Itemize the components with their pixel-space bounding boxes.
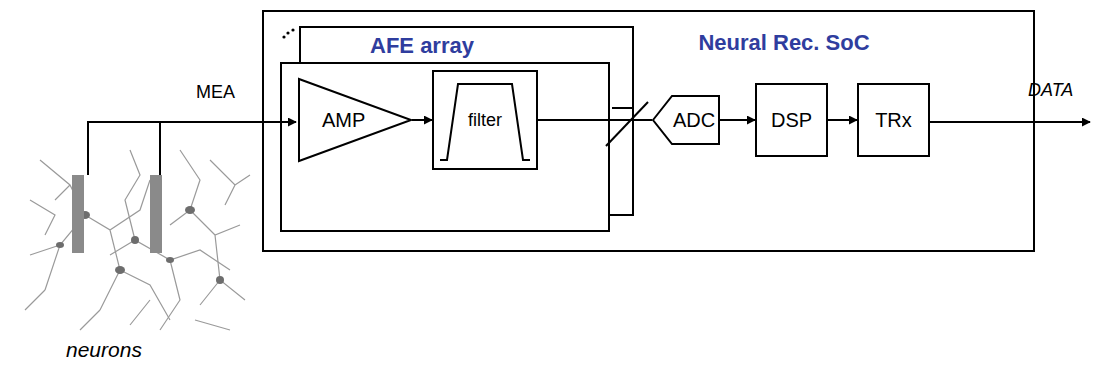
node-label: Neural Rec. SoC bbox=[698, 30, 869, 55]
connector-arrow bbox=[412, 119, 432, 121]
connector-arrow bbox=[720, 119, 755, 121]
caption-label: neurons bbox=[66, 338, 142, 362]
node-label: DSP bbox=[771, 109, 812, 132]
signal-label: MEA bbox=[196, 82, 235, 103]
mux-input bbox=[612, 107, 633, 109]
soc-box: Neural Rec. SoC AFE arrayAMP filter ADC DSP T… bbox=[262, 10, 1035, 252]
connector-arrow bbox=[538, 119, 652, 121]
dsp-box: DSP bbox=[755, 83, 828, 157]
connector-arrow bbox=[828, 119, 857, 121]
trx-box: TRx bbox=[857, 83, 930, 157]
node-label: AMP bbox=[322, 109, 365, 132]
node-label: filter bbox=[468, 110, 502, 131]
electrode bbox=[150, 175, 162, 253]
node-label: AFE array bbox=[370, 33, 474, 58]
electrode bbox=[72, 175, 84, 253]
mea-wire bbox=[159, 122, 161, 175]
node-label: TRx bbox=[875, 109, 912, 132]
amplifier-triangle: AMP bbox=[298, 78, 412, 162]
adc-pentagon: ADC bbox=[652, 95, 720, 145]
afe-channel-box: AFE arrayAMPfilter bbox=[280, 62, 610, 232]
mea-wire bbox=[88, 122, 296, 175]
node-label: ADC bbox=[673, 109, 715, 132]
neurons-illustration bbox=[25, 150, 250, 330]
filter-box: filter bbox=[432, 70, 538, 170]
mux-switch bbox=[606, 102, 648, 146]
bandpass-curve bbox=[440, 84, 530, 160]
data-output-line bbox=[930, 121, 1090, 123]
ellipsis-dots bbox=[282, 28, 294, 38]
adc-shape bbox=[653, 96, 719, 144]
signal-label: DATA bbox=[1028, 80, 1073, 101]
amplifier-shape bbox=[299, 79, 411, 161]
